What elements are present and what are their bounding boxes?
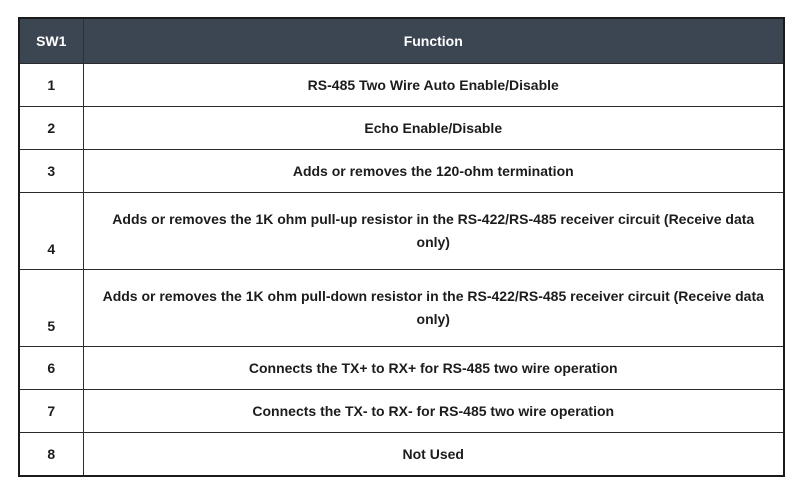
switch-function: Not Used <box>82 432 784 476</box>
table-body: 1 RS-485 Two Wire Auto Enable/Disable 2 … <box>19 63 784 476</box>
table-row: 1 RS-485 Two Wire Auto Enable/Disable <box>19 63 784 107</box>
switch-number: 6 <box>19 346 83 390</box>
table-row: 5 Adds or removes the 1K ohm pull-down r… <box>19 269 784 347</box>
switch-function: Connects the TX+ to RX+ for RS-485 two w… <box>82 346 784 390</box>
table-row: 4 Adds or removes the 1K ohm pull-up res… <box>19 192 784 270</box>
table-row: 2 Echo Enable/Disable <box>19 106 784 150</box>
switch-number: 4 <box>19 192 83 270</box>
table-row: 7 Connects the TX- to RX- for RS-485 two… <box>19 389 784 433</box>
table-header: SW1 Function <box>19 18 784 64</box>
switch-number: 1 <box>19 63 83 107</box>
switch-number: 2 <box>19 106 83 150</box>
switch-function: Echo Enable/Disable <box>82 106 784 150</box>
switch-function: Connects the TX- to RX- for RS-485 two w… <box>82 389 784 433</box>
switch-number: 3 <box>19 149 83 193</box>
table-row: 6 Connects the TX+ to RX+ for RS-485 two… <box>19 346 784 390</box>
table-row: 3 Adds or removes the 120-ohm terminatio… <box>19 149 784 193</box>
switch-number: 8 <box>19 432 83 476</box>
switch-number: 7 <box>19 389 83 433</box>
switch-function: RS-485 Two Wire Auto Enable/Disable <box>82 63 784 107</box>
header-row: SW1 Function <box>19 18 784 64</box>
header-sw1: SW1 <box>19 18 83 64</box>
header-function: Function <box>82 18 784 64</box>
switch-number: 5 <box>19 269 83 347</box>
table-row: 8 Not Used <box>19 432 784 476</box>
sw1-function-table: SW1 Function 1 RS-485 Two Wire Auto Enab… <box>18 17 785 477</box>
switch-function: Adds or removes the 120-ohm termination <box>82 149 784 193</box>
switch-function: Adds or removes the 1K ohm pull-down res… <box>82 269 784 347</box>
switch-function: Adds or removes the 1K ohm pull-up resis… <box>82 192 784 270</box>
